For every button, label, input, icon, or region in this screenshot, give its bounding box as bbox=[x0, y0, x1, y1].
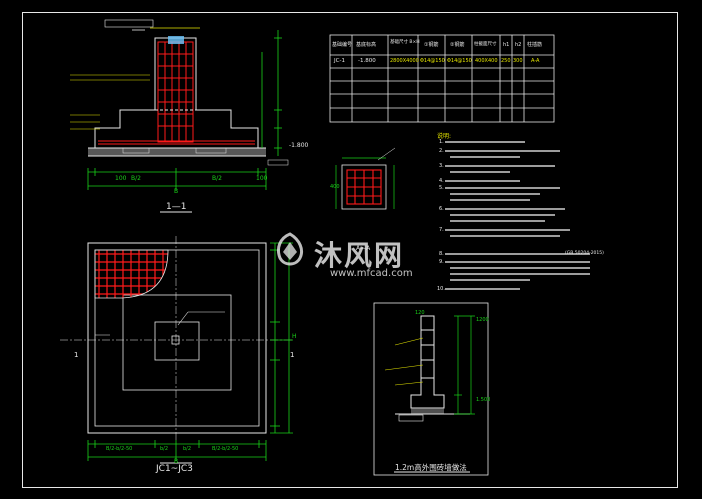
wall-dim-2: 120 bbox=[415, 310, 425, 316]
note-standard-ref: (GB 50204-2015) bbox=[565, 251, 604, 256]
table-header-0: 基础编号 bbox=[332, 42, 353, 48]
notes-text-lines bbox=[445, 141, 590, 290]
concrete-pad bbox=[88, 148, 266, 156]
table-header-1: 基底标高 bbox=[356, 42, 377, 48]
plan-dim-total-bottom: B bbox=[174, 458, 179, 465]
section-dim-bottom-0: 100 bbox=[115, 175, 127, 182]
schedule-table-grid bbox=[329, 34, 555, 123]
notes-heading: 说明: bbox=[437, 133, 452, 140]
plan-title: JC1~JC3 bbox=[156, 464, 193, 474]
watermark-logo-icon bbox=[276, 232, 304, 266]
wall-dim-1: 1.500 bbox=[476, 397, 491, 403]
note-number-6: 6. bbox=[439, 206, 444, 212]
column-detail-label: A—A bbox=[356, 245, 371, 252]
plan-dim-bottom-0: B/2-b/2-50 bbox=[106, 446, 133, 452]
table-header-6: h1 bbox=[503, 42, 510, 48]
table-cell-6: 250 bbox=[501, 58, 511, 64]
watermark: 沐风网 www.mfcad.com bbox=[270, 228, 440, 288]
table-header-3: ①钢筋 bbox=[424, 42, 439, 48]
watermark-url: www.mfcad.com bbox=[330, 268, 413, 279]
section-dim-bottom-1: B/2 bbox=[131, 175, 141, 182]
table-cell-4: Φ14@150 bbox=[447, 58, 472, 64]
note-number-4: 4. bbox=[439, 178, 444, 184]
note-number-7: 7. bbox=[439, 227, 444, 233]
table-cell-8: A-A bbox=[531, 58, 540, 64]
section-dim-bottom-3: 100 bbox=[256, 175, 268, 182]
plan-dim-bottom-1: b/2 bbox=[160, 446, 169, 452]
table-cell-1: -1.800 bbox=[358, 58, 376, 64]
plan-rebar-mesh bbox=[94, 249, 169, 299]
note-number-3: 3. bbox=[439, 163, 444, 169]
rebar-cage bbox=[98, 41, 255, 145]
plan-section-marker-left: 1 bbox=[74, 351, 79, 359]
wall-detail bbox=[373, 302, 489, 476]
note-number-1: 1. bbox=[439, 139, 444, 145]
note-number-5: 5. bbox=[439, 185, 444, 191]
section-title: 1—1 bbox=[166, 202, 187, 212]
note-number-10: 10. bbox=[437, 286, 445, 292]
table-header-7: h2 bbox=[515, 42, 522, 48]
table-header-2: 基础尺寸 B×H bbox=[390, 40, 420, 45]
table-header-4: ②钢筋 bbox=[450, 42, 465, 48]
note-number-8: 8. bbox=[439, 251, 444, 257]
plan-section-marker-right: 1 bbox=[290, 351, 295, 359]
plan-view bbox=[60, 236, 293, 464]
section-view bbox=[70, 19, 289, 213]
note-number-2: 2. bbox=[439, 148, 444, 154]
table-cell-3: Φ14@150 bbox=[420, 58, 445, 64]
plan-dim-total-right: H bbox=[292, 333, 297, 340]
plan-dim-bottom-2: b/2 bbox=[183, 446, 192, 452]
plan-dim-bottom-3: B/2-b/2-50 bbox=[212, 446, 239, 452]
column-section-detail bbox=[335, 147, 396, 210]
table-cell-0: JC-1 bbox=[334, 58, 345, 64]
table-header-5: 柱截面尺寸 bbox=[474, 42, 497, 47]
table-cell-7: 300 bbox=[513, 58, 523, 64]
table-cell-2: 2800X4000 bbox=[390, 58, 419, 64]
section-dim-bottom-2: B/2 bbox=[212, 175, 222, 182]
wall-dim-0: 1200 bbox=[476, 317, 489, 323]
section-dim-total: B bbox=[174, 188, 179, 195]
column-detail-dim: 400 bbox=[330, 184, 340, 190]
drawing-frame bbox=[22, 12, 678, 488]
watermark-brand: 沐风网 bbox=[314, 239, 405, 272]
section-elevation: -1.800 bbox=[289, 142, 309, 149]
note-number-9: 9. bbox=[439, 259, 444, 265]
table-cell-5: 400X400 bbox=[475, 58, 498, 64]
table-header-8: 柱插筋 bbox=[527, 42, 543, 48]
wall-detail-title: 1.2m高外围砖墙做法 bbox=[395, 463, 467, 472]
